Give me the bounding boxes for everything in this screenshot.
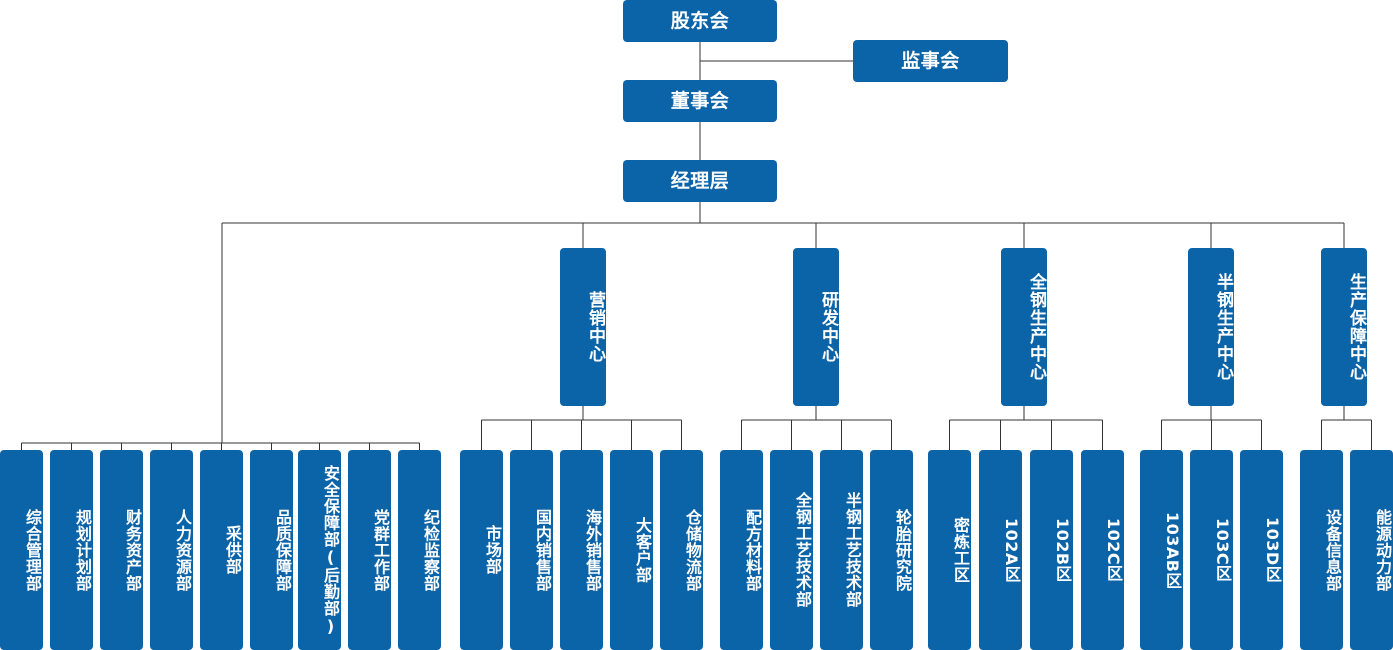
- node-dept-equipment-it[interactable]: 设备信息部: [1300, 450, 1343, 650]
- node-zone-mixing[interactable]: 密炼工区: [928, 450, 971, 650]
- node-label: 董事会: [670, 89, 730, 112]
- node-label: 国内销售部: [533, 508, 552, 592]
- node-dept-all-steel-process[interactable]: 全钢工艺技术部: [770, 450, 813, 650]
- node-zone-102c[interactable]: 102C区: [1081, 450, 1124, 650]
- node-label: 半钢工艺技术部: [843, 492, 862, 608]
- node-label: 人力资源部: [173, 508, 192, 592]
- node-label: 102B区: [1053, 517, 1072, 583]
- node-label: 103AB区: [1163, 511, 1182, 589]
- node-label: 能源动力部: [1373, 508, 1392, 592]
- node-zone-102a[interactable]: 102A区: [979, 450, 1022, 650]
- node-label: 仓储物流部: [683, 508, 702, 592]
- node-dept-overseas-sales[interactable]: 海外销售部: [560, 450, 603, 650]
- node-label: 全钢生产中心: [1026, 273, 1046, 381]
- node-label: 生产保障中心: [1346, 273, 1366, 381]
- node-label: 轮胎研究院: [893, 508, 912, 592]
- node-label: 大客户部: [633, 517, 652, 583]
- node-label: 党群工作部: [371, 508, 390, 592]
- node-all-steel-production-center[interactable]: 全钢生产中心: [1001, 248, 1047, 406]
- node-dept-general-management[interactable]: 综合管理部: [0, 450, 43, 650]
- node-board-of-directors[interactable]: 董事会: [623, 80, 777, 122]
- node-dept-discipline[interactable]: 纪检监察部: [398, 450, 441, 650]
- node-label: 半钢生产中心: [1213, 273, 1233, 381]
- node-label: 规划计划部: [73, 508, 92, 592]
- node-management-level[interactable]: 经理层: [623, 160, 777, 202]
- node-label: 全钢工艺技术部: [793, 492, 812, 608]
- node-dept-human-resources[interactable]: 人力资源部: [150, 450, 193, 650]
- node-label: 采供部: [223, 525, 242, 575]
- node-label: 密炼工区: [951, 517, 970, 583]
- node-label: 海外销售部: [583, 508, 602, 592]
- node-dept-finance-assets[interactable]: 财务资产部: [100, 450, 143, 650]
- node-dept-procurement[interactable]: 采供部: [200, 450, 243, 650]
- node-dept-planning[interactable]: 规划计划部: [50, 450, 93, 650]
- node-label: 营销中心: [585, 291, 605, 363]
- node-dept-energy-power[interactable]: 能源动力部: [1350, 450, 1393, 650]
- node-label: 综合管理部: [23, 508, 42, 592]
- node-label: 财务资产部: [123, 508, 142, 592]
- node-label: 纪检监察部: [421, 508, 440, 592]
- node-zone-103c[interactable]: 103C区: [1190, 450, 1233, 650]
- node-board-of-supervisors[interactable]: 监事会: [853, 40, 1008, 82]
- node-label: 经理层: [670, 169, 730, 192]
- node-label: 102A区: [1002, 517, 1021, 583]
- node-zone-102b[interactable]: 102B区: [1030, 450, 1073, 650]
- node-label: 股东会: [670, 9, 730, 32]
- node-label: 设备信息部: [1323, 508, 1342, 592]
- node-label: 安全保障部(后勤部): [321, 464, 340, 636]
- node-dept-domestic-sales[interactable]: 国内销售部: [510, 450, 553, 650]
- node-production-support-center[interactable]: 生产保障中心: [1321, 248, 1367, 406]
- node-label: 103D区: [1263, 517, 1282, 583]
- node-dept-formula-materials[interactable]: 配方材料部: [720, 450, 763, 650]
- node-label: 研发中心: [818, 291, 838, 363]
- node-dept-market[interactable]: 市场部: [460, 450, 503, 650]
- node-zone-103ab[interactable]: 103AB区: [1140, 450, 1183, 650]
- node-label: 103C区: [1213, 518, 1232, 582]
- node-shareholders-meeting[interactable]: 股东会: [623, 0, 777, 42]
- node-label: 配方材料部: [743, 508, 762, 592]
- node-dept-semi-steel-process[interactable]: 半钢工艺技术部: [820, 450, 863, 650]
- node-dept-warehouse-logistics[interactable]: 仓储物流部: [660, 450, 703, 650]
- node-dept-party-affairs[interactable]: 党群工作部: [348, 450, 391, 650]
- node-label: 监事会: [901, 49, 960, 72]
- node-label: 102C区: [1104, 518, 1123, 582]
- node-label: 市场部: [483, 525, 502, 575]
- node-dept-tire-institute[interactable]: 轮胎研究院: [870, 450, 913, 650]
- node-dept-key-accounts[interactable]: 大客户部: [610, 450, 653, 650]
- node-marketing-center[interactable]: 营销中心: [560, 248, 606, 406]
- node-dept-safety-logistics[interactable]: 安全保障部(后勤部): [298, 450, 341, 650]
- node-rnd-center[interactable]: 研发中心: [793, 248, 839, 406]
- node-semi-steel-production-center[interactable]: 半钢生产中心: [1188, 248, 1234, 406]
- node-zone-103d[interactable]: 103D区: [1240, 450, 1283, 650]
- node-dept-quality[interactable]: 品质保障部: [250, 450, 293, 650]
- node-label: 品质保障部: [273, 508, 292, 592]
